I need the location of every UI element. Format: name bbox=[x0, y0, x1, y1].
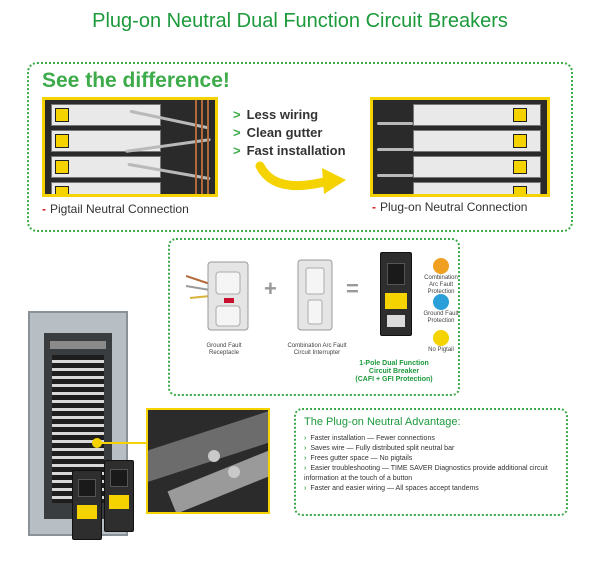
combination-arc-fault-icon bbox=[433, 258, 449, 274]
plug-on-caption: -Plug-on Neutral Connection bbox=[372, 200, 528, 214]
breaker-label-line: Circuit Breaker bbox=[368, 368, 420, 375]
plug-on-photo bbox=[370, 97, 550, 197]
caption-marker: - bbox=[372, 200, 376, 214]
pigtail-caption: -Pigtail Neutral Connection bbox=[42, 202, 189, 216]
advantage-title: The Plug-on Neutral Advantage: bbox=[304, 416, 461, 428]
plus-sign: + bbox=[264, 276, 277, 301]
pigtail-photo bbox=[42, 97, 218, 197]
caption-marker: - bbox=[42, 202, 46, 216]
breaker-label: 1-Pole Dual Function Circuit Breaker (CA… bbox=[344, 360, 444, 384]
breaker-unit bbox=[72, 470, 102, 540]
advantage-panel: The Plug-on Neutral Advantage: Faster in… bbox=[294, 408, 568, 516]
chevron-icon: > bbox=[233, 107, 241, 122]
curved-arrow-icon bbox=[255, 161, 346, 194]
receptacle-illustration bbox=[186, 261, 249, 331]
benefit-list: >Less wiring >Clean gutter >Fast install… bbox=[233, 106, 346, 160]
benefit-item: >Less wiring bbox=[233, 107, 319, 122]
interrupter-label: Combination Arc Fault Circuit Interrupte… bbox=[287, 343, 347, 356]
breaker-label-line: (CAFI + GFI Protection) bbox=[355, 376, 433, 383]
breaker-unit bbox=[104, 460, 134, 532]
breaker-label-line: 1-Pole Dual Function bbox=[359, 360, 429, 367]
advantage-item: Frees gutter space — No pigtails bbox=[304, 454, 558, 464]
ground-fault-label: Ground Fault Protection bbox=[423, 311, 459, 324]
comparison-panel bbox=[27, 62, 573, 232]
advantage-item: Saves wire — Fully distributed split neu… bbox=[304, 444, 558, 454]
equation-panel bbox=[168, 238, 460, 396]
chevron-icon: > bbox=[233, 143, 241, 158]
advantage-list: Faster installation — Fewer connections … bbox=[304, 434, 558, 494]
benefit-item: >Clean gutter bbox=[233, 125, 323, 140]
chevron-icon: > bbox=[233, 125, 241, 140]
advantage-item: Easier troubleshooting — TIME SAVER Diag… bbox=[304, 464, 558, 484]
no-pigtail-icon bbox=[433, 330, 449, 346]
dual-function-breaker-illustration bbox=[380, 252, 412, 336]
callout-line bbox=[100, 442, 150, 444]
receptacle-label: Ground Fault Receptacle bbox=[206, 343, 242, 356]
advantage-item: Faster and easier wiring — All spaces ac… bbox=[304, 484, 558, 494]
interrupter-illustration bbox=[297, 259, 333, 331]
advantage-item: Faster installation — Fewer connections bbox=[304, 434, 558, 444]
ground-fault-icon bbox=[433, 294, 449, 310]
closeup-photo bbox=[146, 408, 270, 514]
callout-pointer bbox=[92, 438, 102, 448]
page-title: Plug-on Neutral Dual Function Circuit Br… bbox=[92, 10, 508, 32]
no-pigtail-label: No Pigtail bbox=[428, 347, 454, 353]
benefit-item: >Fast installation bbox=[233, 143, 346, 158]
comparison-heading: See the difference! bbox=[42, 69, 230, 92]
equals-sign: = bbox=[346, 276, 359, 301]
arc-fault-label: Combination Arc Fault Protection bbox=[424, 275, 458, 295]
